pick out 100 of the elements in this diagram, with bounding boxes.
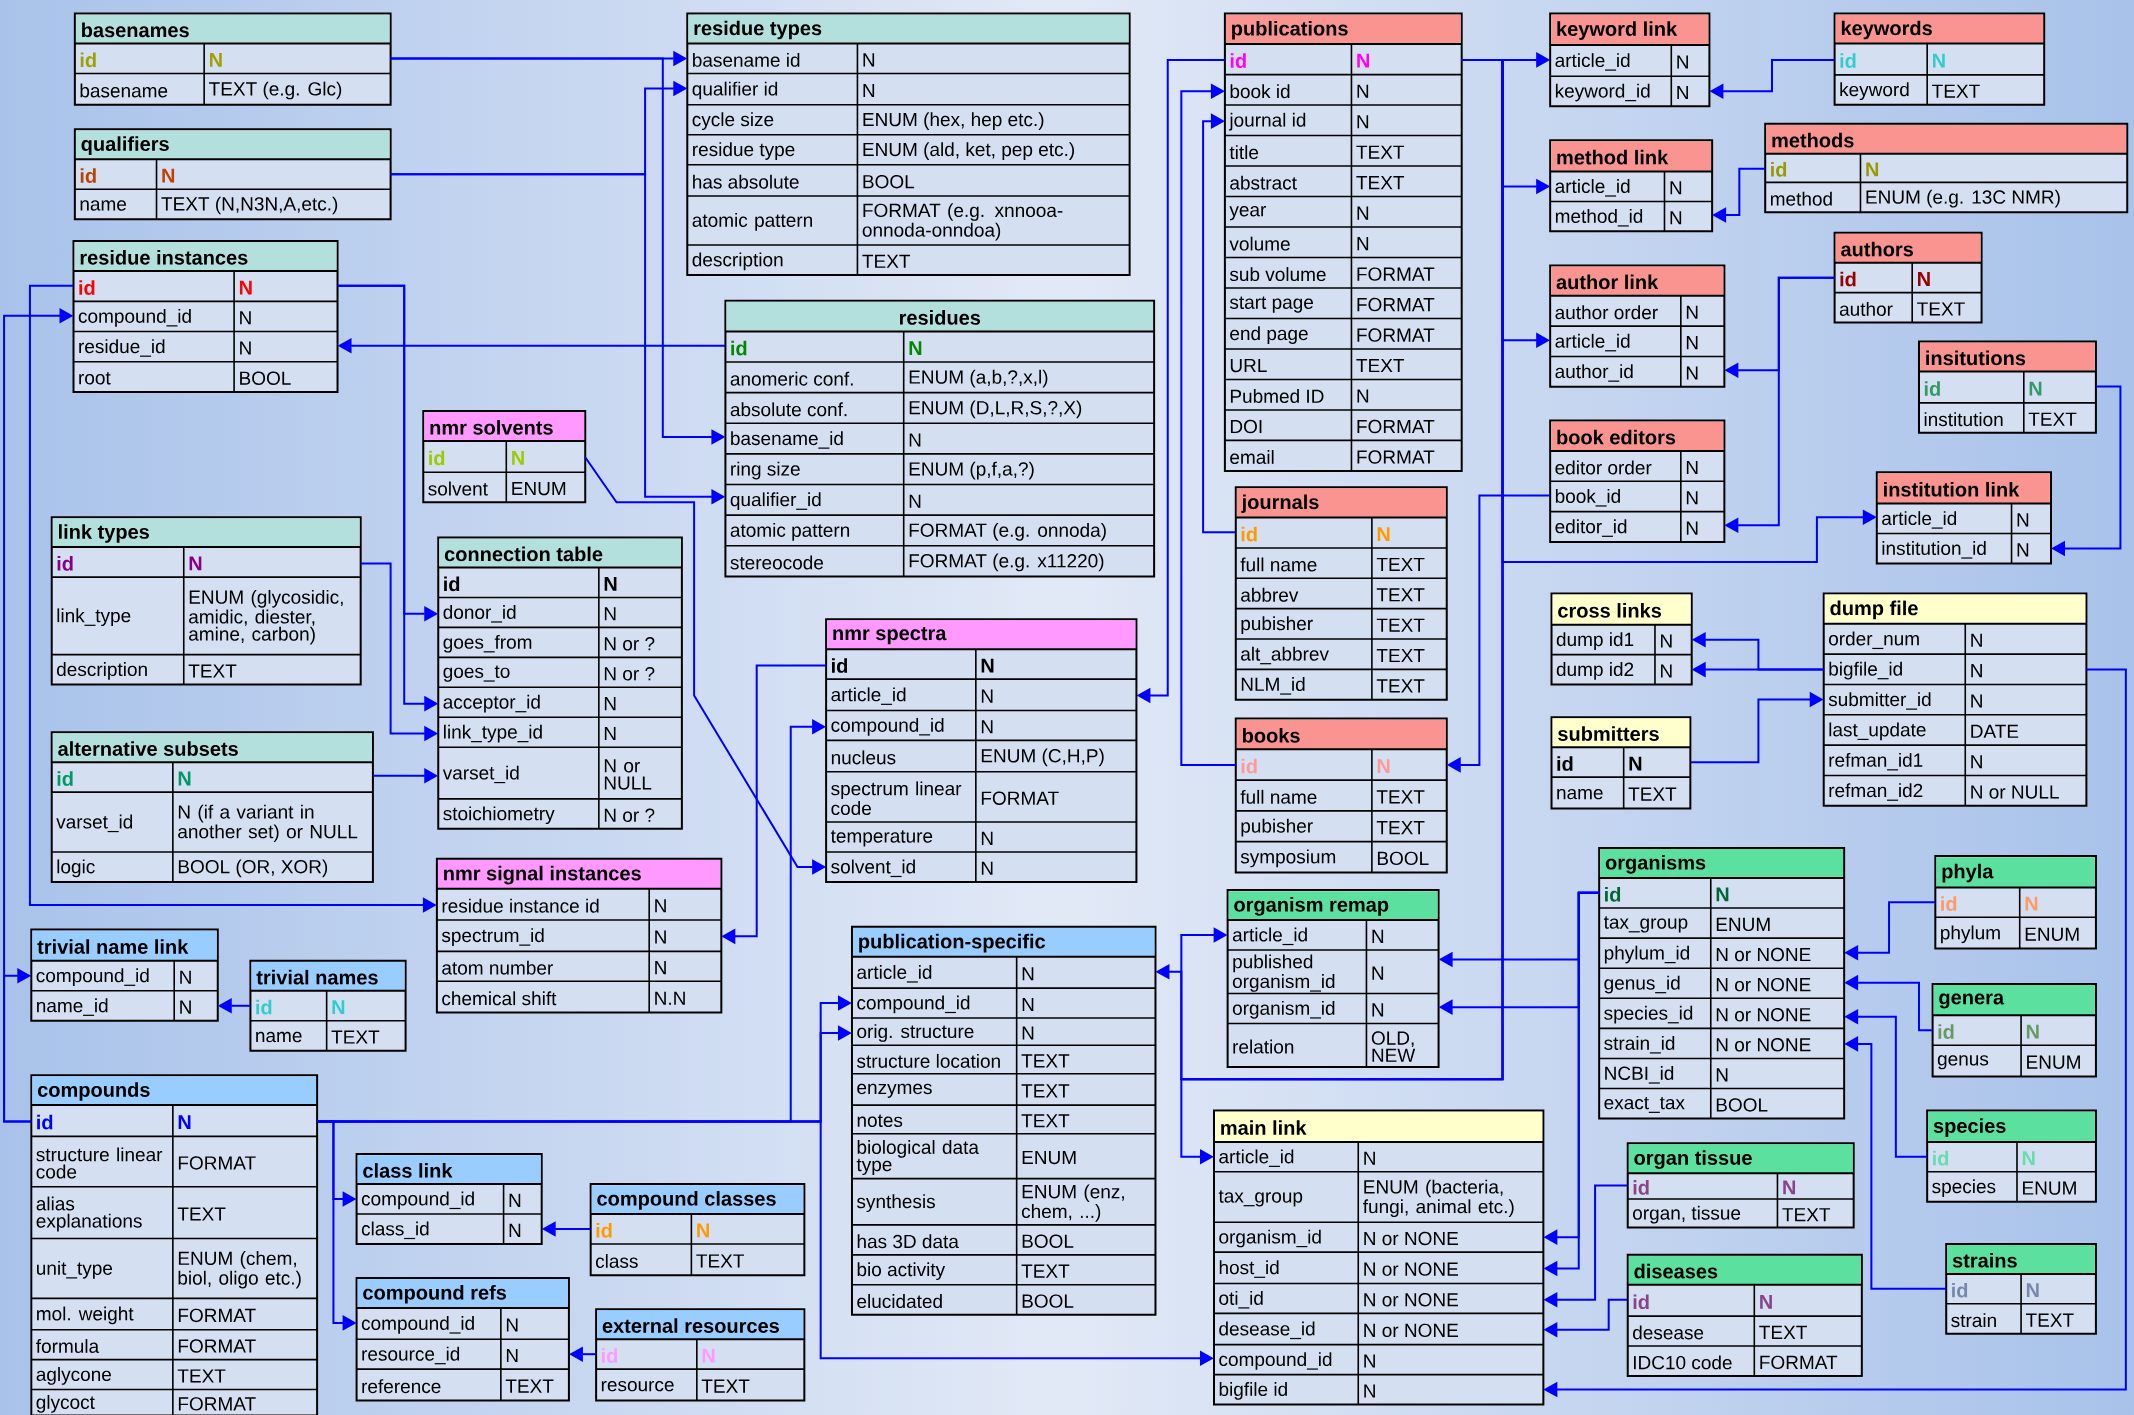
table-header: publication-specific	[853, 927, 1155, 957]
database-table	[1550, 716, 1692, 810]
field-type: N	[604, 576, 617, 591]
field-type: N	[1716, 887, 1729, 902]
database-table	[1549, 12, 1711, 107]
arrow	[1202, 113, 1237, 533]
field-type: N	[1357, 84, 1369, 98]
field-type: N	[1670, 181, 1682, 195]
field-name: article_id	[1555, 333, 1630, 352]
table-header: strains	[1947, 1244, 2095, 1274]
field-name: pubisher	[1241, 616, 1313, 634]
table-header: cross links	[1552, 594, 1691, 625]
field-type: N	[1022, 967, 1034, 981]
field-type: TEXT	[1782, 1207, 1831, 1221]
field-type: N	[2017, 513, 2029, 527]
field-type: ENUM (glycosidic, amidic, diester, amine, carbon)	[189, 589, 343, 645]
field-name: id	[1241, 758, 1257, 774]
field-type: ENUM (a,b,?,x,l)	[909, 369, 1048, 388]
field-type: TEXT (N,N3N,A,etc.)	[161, 196, 338, 215]
field-name: id	[37, 1114, 53, 1130]
field-type: DATE	[1971, 724, 2019, 738]
field-name: compound_id	[857, 995, 970, 1014]
field-name: desease	[1633, 1325, 1704, 1340]
field-type: N or NONE	[1364, 1231, 1458, 1246]
field-type: ENUM	[2025, 927, 2079, 941]
field-type: N	[1866, 162, 1879, 177]
database-table	[50, 515, 362, 686]
table-header: nmr signal instances	[437, 859, 721, 889]
field-name: description	[692, 252, 783, 270]
field-name: id	[79, 280, 95, 295]
field-type: N	[1357, 53, 1370, 68]
field-type: N	[909, 433, 921, 447]
database-table	[1549, 264, 1726, 388]
field-name: published organism_id	[1232, 954, 1335, 992]
field-name: URL	[1230, 358, 1267, 372]
field-type: N or NONE	[1364, 1292, 1458, 1307]
database-table	[422, 409, 587, 503]
database-table	[73, 12, 392, 106]
table-header: main link	[1215, 1111, 1543, 1142]
field-type: TEXT	[1376, 648, 1425, 662]
table-header: author link	[1551, 266, 1724, 296]
field-type: N	[981, 689, 993, 703]
field-type: ENUM (D,L,R,S,?,X)	[909, 400, 1082, 418]
field-type: FORMAT	[1357, 267, 1435, 281]
field-name: relation	[1233, 1039, 1294, 1054]
field-name: pubisher	[1241, 818, 1313, 837]
table-header: journals	[1236, 488, 1446, 518]
field-name: abbrev	[1241, 587, 1299, 602]
field-name: symposium	[1240, 849, 1336, 868]
field-name: genus_id	[1604, 975, 1680, 994]
field-name: id	[596, 1222, 612, 1238]
field-type: N	[863, 53, 875, 67]
field-type: N or NONE	[1364, 1323, 1458, 1337]
database-table	[1234, 717, 1448, 874]
field-name: method_id	[1555, 208, 1643, 227]
field-name: anomeric conf.	[730, 371, 853, 386]
table-header: basenames	[75, 14, 390, 44]
table-header: residue instances	[74, 241, 337, 271]
field-type: N	[1783, 1180, 1796, 1195]
database-table	[1875, 471, 2052, 565]
field-type: TEXT	[1021, 1114, 1070, 1128]
field-name: compound_id	[36, 968, 149, 986]
database-table	[1934, 854, 2097, 950]
table-header: link types	[52, 518, 360, 547]
field-type: N or NONE	[1716, 977, 1811, 992]
field-type: N	[1686, 491, 1698, 505]
database-table	[1945, 1242, 2097, 1335]
field-name: basename_id	[731, 431, 843, 449]
field-type: N	[1372, 929, 1384, 943]
field-name: book id	[1230, 84, 1290, 98]
field-type: FORMAT	[1357, 450, 1435, 464]
field-name: class_id	[361, 1221, 429, 1239]
field-name: alt_abbrev	[1241, 646, 1329, 665]
field-name: description	[57, 661, 147, 680]
field-name: logic	[57, 859, 95, 877]
table-header: dump file	[1824, 594, 2086, 624]
table-header: trivial name link	[32, 930, 217, 961]
field-name: varset_id	[442, 765, 519, 783]
field-type: TEXT	[1356, 175, 1405, 189]
field-name: solvent	[428, 481, 488, 496]
field-type: N	[1677, 55, 1688, 69]
field-name: article_id	[1219, 1149, 1294, 1167]
field-type: TEXT	[1021, 1084, 1070, 1098]
field-name: id	[57, 770, 73, 786]
field-name: journal id	[1228, 112, 1306, 131]
field-name: residue_id	[79, 339, 165, 357]
field-name: qualifier id	[692, 81, 778, 100]
field-name: id	[1840, 53, 1856, 68]
field-type: N	[1686, 366, 1698, 380]
field-type: N	[1686, 305, 1698, 319]
field-name: name	[80, 200, 126, 211]
table-header: books	[1236, 719, 1446, 750]
field-name: keyword_id	[1555, 83, 1650, 102]
table-header: connection table	[439, 538, 681, 568]
field-type: N	[1971, 633, 1982, 647]
table-header: compound refs	[357, 1278, 568, 1308]
field-name: solvent_id	[831, 859, 915, 877]
field-type: N	[981, 831, 993, 845]
field-name: has absolute	[693, 174, 799, 189]
field-name: id	[1924, 381, 1940, 396]
